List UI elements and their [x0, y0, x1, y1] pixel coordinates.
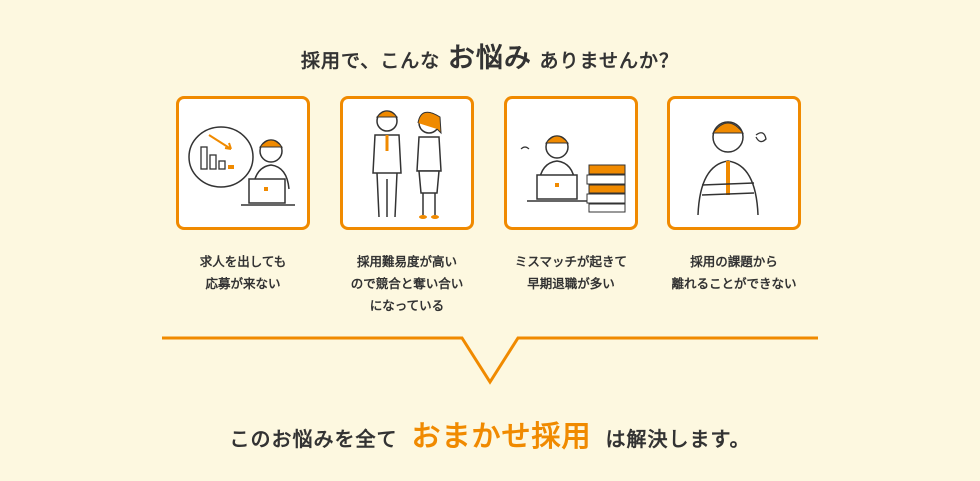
conclusion-suffix: は解決します。	[605, 427, 751, 451]
problem-caption-1: 求人を出しても 応募が来ない	[199, 254, 287, 291]
title-emphasis: お悩み	[447, 43, 532, 74]
problem-card-4	[667, 96, 801, 230]
brand-name: おまかせ採用	[411, 419, 592, 453]
problem-caption-2: 採用難易度が高い ので競合と奪い合い になっている	[350, 254, 464, 313]
problem-caption-3: ミスマッチが起きて 早期退職が多い	[514, 254, 628, 291]
section-title: 採用で、こんな お悩み ありませんか？	[0, 36, 980, 75]
problem-caption-4: 採用の課題から 離れることができない	[671, 254, 797, 291]
title-prefix: 採用で、こんな	[301, 50, 441, 72]
down-arrow-divider	[162, 336, 818, 385]
declining-chart-worker-icon	[188, 126, 295, 206]
overworked-worker-icon	[520, 135, 626, 213]
conclusion-prefix: このお悩みを全て	[229, 427, 398, 451]
title-suffix: ありませんか？	[539, 50, 679, 72]
bowing-candidates-icon	[372, 110, 442, 219]
conclusion-text: このお悩みを全て おまかせ採用 は解決します。	[0, 413, 980, 455]
worried-manager-icon	[697, 121, 767, 216]
problem-card-2	[340, 96, 474, 230]
problem-card-3	[504, 96, 638, 230]
problem-card-1	[176, 96, 310, 230]
